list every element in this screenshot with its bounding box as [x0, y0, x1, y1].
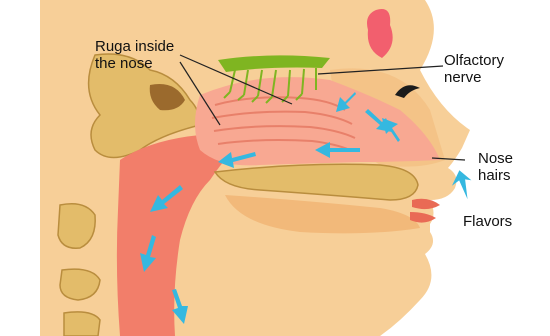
- label-ruga: Ruga inside the nose: [95, 38, 174, 72]
- label-nose-hairs: Nose hairs: [478, 150, 513, 184]
- label-olfactory-nerve: Olfactory nerve: [444, 52, 504, 86]
- upper-lip: [412, 199, 440, 209]
- label-flavors: Flavors: [463, 213, 512, 230]
- vertebra: [64, 312, 100, 336]
